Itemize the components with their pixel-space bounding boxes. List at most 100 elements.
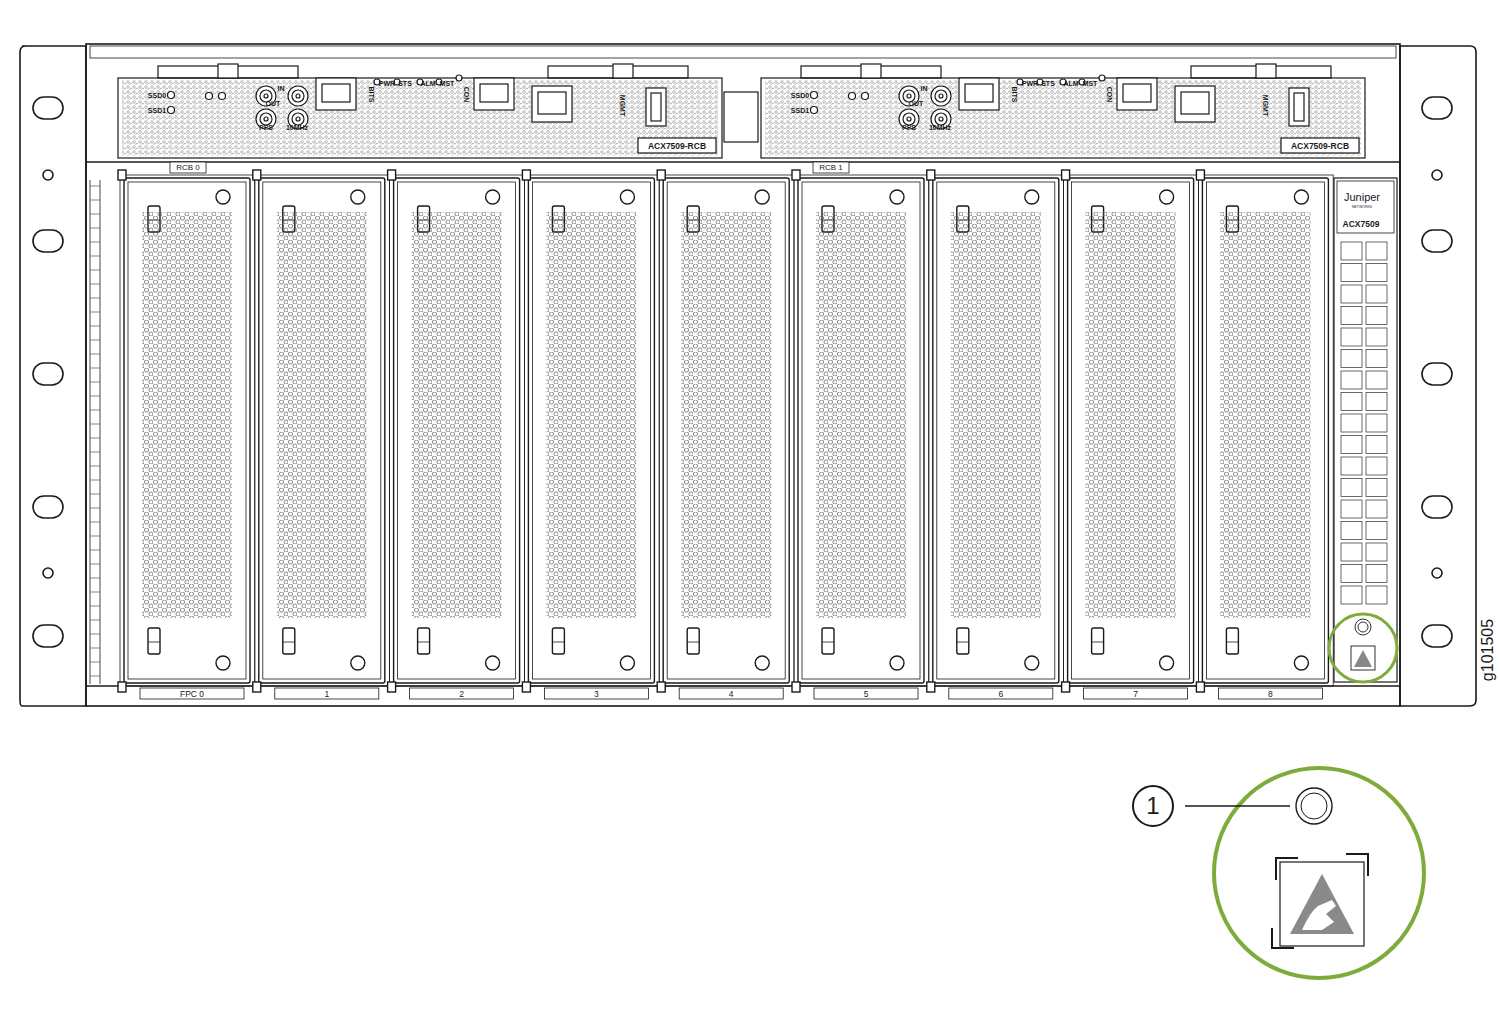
panel-detail xyxy=(90,550,100,551)
panel-detail xyxy=(216,656,230,670)
panel-part xyxy=(1198,175,1333,686)
panel-part xyxy=(474,78,514,110)
panel-label: ACX7509-RCB xyxy=(648,142,706,151)
callout-number: 1 xyxy=(1146,794,1159,818)
panel-part xyxy=(1341,586,1362,604)
panel-part xyxy=(544,688,648,699)
slot-label: 1 xyxy=(324,690,329,699)
panel-part xyxy=(316,78,356,110)
panel-part xyxy=(412,212,502,618)
panel-part xyxy=(1294,93,1304,121)
panel-detail xyxy=(90,522,100,523)
panel-part xyxy=(657,682,665,692)
panel-detail xyxy=(90,228,100,229)
panel-detail xyxy=(957,642,969,643)
panel-detail xyxy=(935,113,947,125)
panel-detail xyxy=(1294,190,1308,204)
panel-part xyxy=(1123,84,1151,102)
panel-part xyxy=(253,170,261,180)
panel-part xyxy=(142,212,232,618)
panel-detail xyxy=(90,284,100,285)
panel-part xyxy=(929,175,1064,686)
panel-part xyxy=(118,682,126,692)
panel-detail xyxy=(90,270,100,271)
panel-part xyxy=(538,92,566,114)
panel-part xyxy=(275,688,379,699)
panel-detail xyxy=(90,466,100,467)
panel-part xyxy=(1341,479,1362,497)
panel-part xyxy=(1366,264,1387,282)
panel-part xyxy=(1084,688,1188,699)
panel-part xyxy=(277,212,367,618)
panel-part xyxy=(1366,586,1387,604)
panel-detail xyxy=(687,642,699,643)
panel-part xyxy=(1366,457,1387,475)
panel-detail xyxy=(90,592,100,593)
panel-detail xyxy=(822,642,834,643)
panel-part xyxy=(792,682,800,692)
panel-part xyxy=(1226,628,1238,654)
panel-part xyxy=(118,170,126,180)
panel-detail xyxy=(292,113,304,125)
panel-part xyxy=(253,682,261,692)
panel-label: SSD1 xyxy=(148,107,166,114)
panel-detail xyxy=(755,656,769,670)
slot-label: 6 xyxy=(998,690,1003,699)
panel-detail xyxy=(90,424,100,425)
slot-label: 4 xyxy=(729,690,734,699)
panel-detail xyxy=(1160,190,1174,204)
panel-part xyxy=(1366,393,1387,411)
panel-detail xyxy=(90,480,100,481)
panel-label: NETWORKS xyxy=(1352,206,1372,210)
panel-label: Juniper xyxy=(1344,192,1380,203)
panel-part xyxy=(1341,500,1362,518)
panel-part xyxy=(959,78,999,110)
panel-part xyxy=(794,175,929,686)
panel-part xyxy=(1092,628,1104,654)
panel-part xyxy=(761,78,1365,158)
panel-part xyxy=(1366,414,1387,432)
panel-detail xyxy=(288,86,308,106)
panel-part xyxy=(613,64,633,78)
panel-detail xyxy=(486,190,500,204)
panel-detail xyxy=(1099,75,1105,81)
panel-detail xyxy=(939,117,943,121)
panel-detail xyxy=(90,256,100,257)
panel-detail xyxy=(90,494,100,495)
figure-id: g101505 xyxy=(1480,619,1496,681)
panel-detail xyxy=(620,190,634,204)
panel-label: ALM xyxy=(1063,80,1078,87)
panel-part xyxy=(1220,212,1310,618)
panel-part xyxy=(1062,682,1070,692)
panel-part xyxy=(1366,436,1387,454)
panel-detail xyxy=(890,190,904,204)
panel-detail xyxy=(219,93,226,100)
panel-detail xyxy=(216,190,230,204)
panel-part xyxy=(1341,328,1362,346)
panel-part xyxy=(1341,414,1362,432)
panel-detail xyxy=(90,326,100,327)
panel-part xyxy=(949,688,1053,699)
panel-detail xyxy=(90,396,100,397)
panel-part xyxy=(951,212,1041,618)
panel-label: SSD0 xyxy=(148,92,166,99)
panel-detail xyxy=(1226,642,1238,643)
panel-part xyxy=(651,93,661,121)
panel-detail xyxy=(939,94,943,98)
panel-part xyxy=(1366,371,1387,389)
panel-part xyxy=(122,80,718,156)
panel-part xyxy=(1366,285,1387,303)
panel-part xyxy=(522,682,530,692)
panel-part xyxy=(681,212,771,618)
panel-label: BITS xyxy=(368,86,375,102)
panel-part xyxy=(120,175,255,686)
panel-part xyxy=(816,212,906,618)
panel-part xyxy=(1341,436,1362,454)
panel-part xyxy=(532,86,572,122)
panel-part xyxy=(263,182,381,679)
panel-detail xyxy=(486,656,500,670)
panel-detail xyxy=(90,186,100,187)
panel-part xyxy=(1062,170,1070,180)
panel-part xyxy=(322,84,350,102)
panel-part xyxy=(814,688,918,699)
